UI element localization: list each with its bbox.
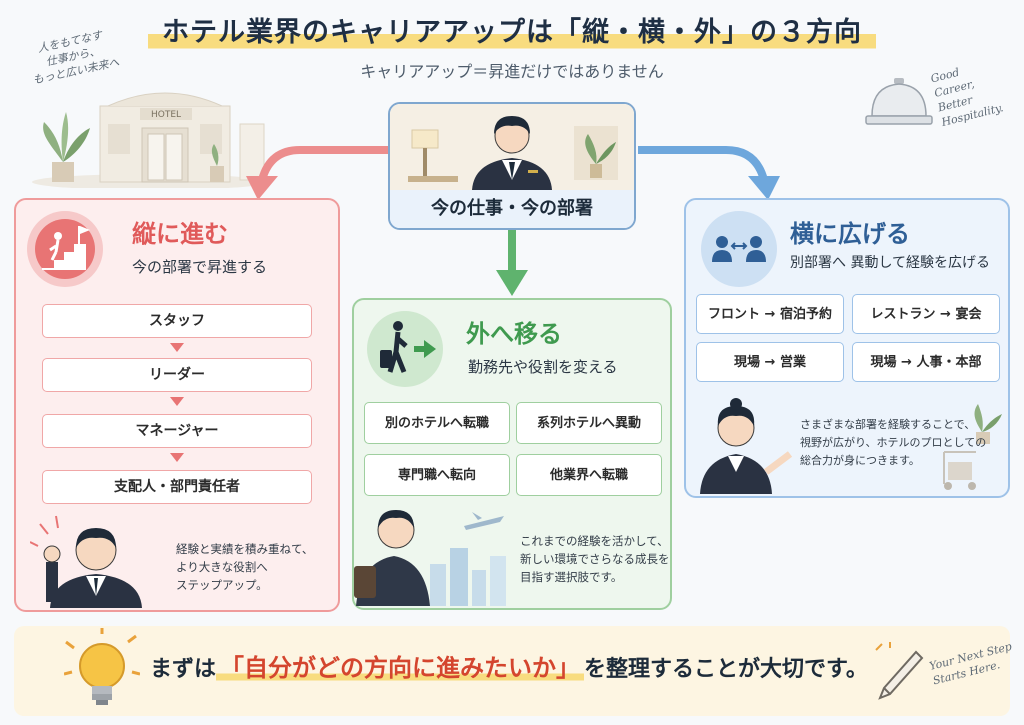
lateral-move-icon	[701, 211, 777, 287]
career-step-manager: マネージャー	[42, 414, 312, 448]
step-arrow	[170, 343, 184, 352]
page-title: ホテル業界のキャリアアップは「縦・横・外」の３方向	[148, 8, 876, 53]
option-affiliated-hotel: 系列ホテルへ異動	[516, 402, 662, 444]
career-step-staff: スタッフ	[42, 304, 312, 338]
vertical-path-title: 縦に進む	[132, 220, 228, 248]
horizontal-path-description: さまざまな部署を経験することで、 視野が広がり、ホテルのプロとしての 総合力が身…	[800, 416, 986, 470]
footer-highlight: 「自分がどの方向に進みたいか」	[216, 654, 585, 682]
horizontal-path-subtitle: 別部署へ 異動して経験を広げる	[790, 255, 991, 271]
move-restaurant-to-banquet: レストラン → 宴会	[852, 294, 1000, 334]
staff-illustration	[390, 104, 634, 190]
cheering-staff-illustration	[30, 515, 142, 608]
career-step-leader: リーダー	[42, 358, 312, 392]
lightbulb-icon	[64, 628, 140, 705]
page-subtitle: キャリアアップ＝昇進だけではありません	[360, 62, 664, 81]
title-wrap: ホテル業界のキャリアアップは「縦・横・外」の３方向	[0, 8, 1024, 53]
pencil-icon	[875, 642, 924, 700]
current-position-card: 今の仕事・今の部署	[388, 102, 636, 230]
move-front-to-reservations: フロント → 宿泊予約	[696, 294, 844, 334]
description-line: より大きな役割へ	[176, 560, 268, 574]
description-line: さまざまな部署を経験することで、	[800, 418, 976, 431]
stairs-climb-icon	[27, 211, 103, 287]
step-arrow	[170, 453, 184, 462]
traveler-exit-icon	[367, 311, 443, 387]
vertical-path-subtitle: 今の部署で昇進する	[132, 258, 268, 276]
option-another-hotel: 別のホテルへ転職	[364, 402, 510, 444]
description-line: ステップアップ。	[176, 578, 268, 592]
current-position-label: 今の仕事・今の部署	[390, 190, 634, 228]
vertical-path-description: 経験と実績を積み重ねて、 より大きな役割へ ステップアップ。	[176, 540, 313, 594]
luggage-cart-illustration	[943, 404, 1002, 490]
description-line: 経験と実績を積み重ねて、	[176, 542, 314, 556]
arrow-to-outside	[496, 230, 528, 296]
outside-path-description: これまでの経験を活かして、 新しい環境でさらなる成長を 目指す選択肢です。	[520, 532, 670, 586]
hotel-sign: HOTEL	[151, 110, 181, 120]
option-other-industry: 他業界へ転職	[516, 454, 662, 496]
arrow-to-vertical	[246, 146, 388, 200]
description-line: 新しい環境でさらなる成長を	[520, 552, 670, 566]
career-step-general-manager: 支配人・部門責任者	[42, 470, 312, 504]
description-line: 総合力が身につきます。	[800, 454, 920, 467]
description-line: 目指す選択肢です。	[520, 570, 623, 584]
traveler-city-illustration	[354, 510, 506, 606]
bell-icon	[865, 78, 933, 125]
arrow-to-horizontal	[638, 146, 780, 200]
horizontal-path-title: 横に広げる	[790, 220, 910, 248]
description-line: これまでの経験を活かして、	[520, 534, 669, 548]
footer-prefix: まずは	[150, 657, 217, 682]
description-line: 視野が広がり、ホテルのプロとしての	[800, 436, 987, 449]
move-floor-to-sales: 現場 → 営業	[696, 342, 844, 382]
step-arrow	[170, 397, 184, 406]
move-floor-to-hr-hq: 現場 → 人事・本部	[852, 342, 1000, 382]
hotel-building-illustration: HOTEL	[32, 92, 268, 188]
concierge-staff-illustration	[700, 398, 793, 494]
option-specialist-role: 専門職へ転向	[364, 454, 510, 496]
outside-path-title: 外へ移る	[466, 320, 562, 348]
footer-message: まずは「自分がどの方向に進みたいか」を整理することが大切です。	[150, 648, 890, 683]
outside-path-subtitle: 勤務先や役割を変える	[468, 358, 618, 376]
footer-suffix: を整理することが大切です。	[584, 657, 868, 682]
